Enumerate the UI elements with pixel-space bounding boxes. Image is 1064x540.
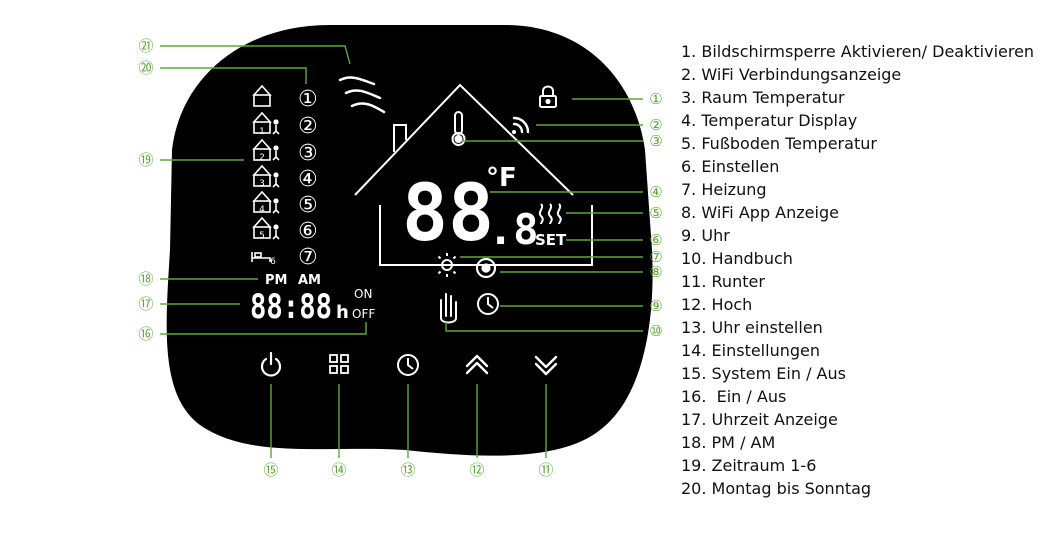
up-button[interactable] — [465, 354, 489, 375]
week-day-label: ⑥ — [298, 219, 318, 244]
chevron-up-icon — [465, 354, 489, 375]
am-label: AM — [298, 273, 321, 288]
period-numbers: 1 2 3 4 5 6 — [259, 127, 276, 267]
week-day-label: ⑤ — [298, 193, 318, 218]
clock-digits: 88:88 — [250, 287, 332, 327]
week-days-column: ① ② ③ ④ ⑤ ⑥ ⑦ — [298, 87, 318, 270]
week-day-label: ③ — [298, 141, 318, 166]
period-house-icon — [252, 138, 272, 161]
callout-number: ⑱ — [138, 270, 153, 288]
off-label: OFF — [352, 307, 375, 321]
callout-number: ⑰ — [138, 295, 153, 313]
hand-icon — [440, 293, 457, 324]
callout-number: ㉑ — [138, 37, 153, 55]
callout-number: ⑯ — [138, 325, 153, 343]
callout-number: ① — [649, 90, 662, 108]
clock-unit: h — [336, 302, 349, 323]
period-house-icon — [252, 190, 272, 213]
period-number: 4 — [259, 205, 265, 215]
period-number: 6 — [270, 257, 276, 267]
legend-item: 16. Ein / Aus — [681, 387, 787, 406]
callout-number: ⑳ — [138, 59, 153, 77]
callout-number: ⑭ — [331, 461, 346, 479]
callout-number: ⑤ — [649, 204, 662, 222]
chevron-down-icon — [534, 355, 558, 376]
callout-number: ② — [649, 116, 662, 134]
callout-number: ③ — [649, 132, 662, 150]
legend-item: 18. PM / AM — [681, 433, 776, 452]
legend-item: 2. WiFi Verbindungsanzeige — [681, 65, 902, 84]
legend-item: 15. System Ein / Aus — [681, 364, 846, 383]
temperature-decimal: .8 — [488, 205, 539, 254]
callout-number: ⑦ — [649, 248, 662, 266]
callout-number: ⑮ — [263, 461, 278, 479]
power-button[interactable] — [260, 351, 282, 377]
on-label: ON — [354, 287, 372, 301]
menu-button[interactable] — [329, 354, 349, 374]
sun-icon — [435, 253, 459, 277]
app-icon — [475, 257, 497, 279]
floor-heat-icon — [538, 203, 562, 225]
period-number: 5 — [259, 231, 265, 241]
down-button[interactable] — [534, 355, 558, 376]
legend-list: 1. Bildschirmsperre Aktivieren/ Deaktivi… — [681, 40, 1061, 500]
callout-number: ⑫ — [469, 461, 484, 479]
legend-item: 9. Uhr — [681, 226, 730, 245]
week-day-label: ① — [298, 87, 318, 112]
wifi-signal-icon — [512, 116, 530, 134]
legend-item: 5. Fußboden Temperatur — [681, 134, 877, 153]
grid-icon — [329, 354, 349, 374]
period-number: 3 — [259, 179, 265, 189]
callout-numbers: ㉑ ⑳ ⑲ ⑱ ⑰ ⑯ ① ② ③ ④ ⑤ ⑥ ⑦ ⑧ ⑨ ⑩ ⑮ ⑭ ⑬ ⑫ … — [138, 37, 662, 479]
set-label: SET — [535, 231, 567, 249]
legend-item: 14. Einstellungen — [681, 341, 820, 360]
callout-number: ⑪ — [538, 461, 553, 479]
week-day-label: ② — [298, 114, 318, 139]
pm-label: PM — [265, 273, 287, 288]
legend-item: 19. Zeitraum 1-6 — [681, 456, 817, 475]
legend-item: 3. Raum Temperatur — [681, 88, 845, 107]
period-house-icon — [252, 111, 272, 134]
temperature-unit: °F — [486, 163, 517, 193]
device-panel — [166, 25, 653, 456]
period-icons-column — [251, 84, 280, 262]
period-number: 1 — [259, 127, 265, 137]
power-icon — [260, 351, 282, 377]
callout-number: ⑬ — [400, 461, 415, 479]
legend-item: 13. Uhr einstellen — [681, 318, 823, 337]
legend-item: 4. Temperatur Display — [681, 111, 858, 130]
legend-item: 17. Uhrzeit Anzeige — [681, 410, 838, 429]
legend-item: 12. Hoch — [681, 295, 753, 314]
callout-number: ④ — [649, 183, 662, 201]
legend-item: 8. WiFi App Anzeige — [681, 203, 839, 222]
heat-wave-icon — [338, 76, 386, 114]
callout-number: ⑨ — [649, 297, 662, 315]
period-house-icon — [252, 164, 272, 187]
period-house-icon — [252, 216, 272, 239]
temperature-digits: 88 — [402, 169, 494, 259]
bed-icon — [251, 252, 271, 262]
thermometer-icon — [451, 111, 466, 146]
legend-item: 1. Bildschirmsperre Aktivieren/ Deaktivi… — [681, 42, 1035, 61]
legend-item: 11. Runter — [681, 272, 765, 291]
legend-item: 20. Montag bis Sonntag — [681, 479, 872, 498]
lock-icon — [539, 85, 557, 108]
callout-number: ⑩ — [649, 322, 662, 340]
week-day-label: ⑦ — [298, 245, 318, 270]
callout-number: ⑲ — [138, 151, 153, 169]
clock-icon — [397, 354, 419, 376]
legend-item: 6. Einstellen — [681, 157, 780, 176]
period-house-icon — [252, 84, 272, 107]
legend-item: 7. Heizung — [681, 180, 767, 199]
week-day-label: ④ — [298, 167, 318, 192]
display-clock-icon — [477, 293, 499, 315]
callout-lines — [160, 45, 643, 458]
person-icon — [272, 119, 280, 240]
period-number: 2 — [259, 153, 265, 163]
clock-button[interactable] — [397, 354, 419, 376]
callout-number: ⑥ — [649, 231, 662, 249]
callout-number: ⑧ — [649, 263, 662, 281]
legend-item: 10. Handbuch — [681, 249, 793, 268]
